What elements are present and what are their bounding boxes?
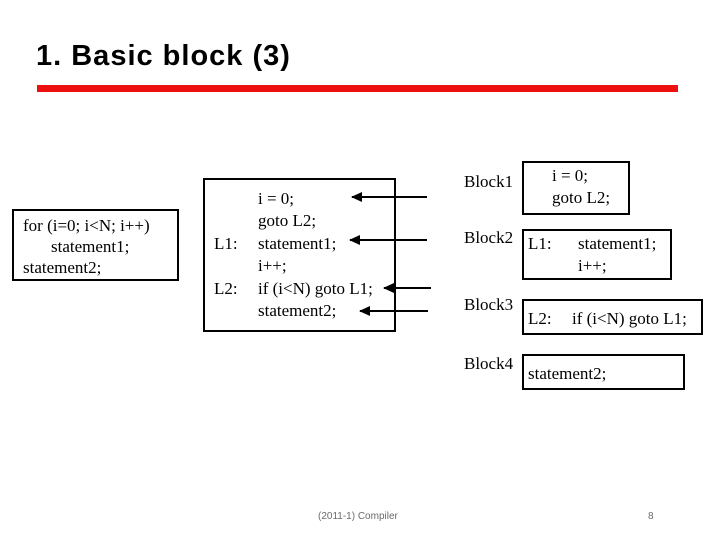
code-text: statement2; bbox=[258, 301, 337, 321]
code-label: L1: bbox=[528, 234, 552, 253]
block3-label: Block3 bbox=[464, 295, 514, 314]
block1-box: i = 0; goto L2; bbox=[522, 161, 630, 215]
arrow-block1-to-line1-icon bbox=[351, 192, 427, 202]
code-line: goto L2; bbox=[214, 210, 394, 232]
code-label bbox=[214, 188, 258, 210]
block1-label: Block1 bbox=[464, 172, 514, 191]
source-code-box: for (i=0; i<N; i++) statement1; statemen… bbox=[12, 209, 179, 281]
code-text: i++; bbox=[578, 256, 607, 275]
code-text: statement1; bbox=[258, 233, 337, 253]
code-text: goto L2; bbox=[552, 188, 611, 207]
arrow-block2-to-line3-icon bbox=[349, 235, 427, 245]
footer-page-number: 8 bbox=[648, 511, 654, 522]
source-line: statement2; bbox=[23, 258, 102, 277]
arrow-block4-to-line6-icon bbox=[359, 306, 428, 316]
code-text: i = 0; bbox=[552, 166, 589, 185]
block4-box: statement2; bbox=[522, 354, 685, 390]
code-text: i++; bbox=[258, 256, 287, 276]
code-text: if (i<N) goto L1; bbox=[572, 309, 687, 328]
code-label: L2: bbox=[528, 309, 552, 328]
source-line: for (i=0; i<N; i++) bbox=[23, 216, 150, 235]
block2-label: Block2 bbox=[464, 228, 514, 247]
code-label: L1: bbox=[214, 233, 238, 253]
code-line: L1: statement1; bbox=[214, 233, 394, 255]
code-line: L1: statement1; bbox=[528, 233, 670, 255]
code-line: L2: if (i<N) goto L1; bbox=[528, 308, 701, 329]
footer-course-label: (2011-1) Compiler bbox=[318, 511, 398, 522]
block2-box: L1: statement1; i++; bbox=[522, 229, 672, 280]
code-label: L2: bbox=[214, 278, 238, 298]
code-label bbox=[528, 255, 578, 277]
code-label bbox=[214, 255, 258, 277]
code-line: i = 0; bbox=[214, 188, 394, 210]
code-text: if (i<N) goto L1; bbox=[258, 278, 373, 298]
code-text: statement1; bbox=[578, 234, 657, 253]
title-underline-bar bbox=[37, 85, 678, 92]
code-label bbox=[214, 210, 258, 232]
linear-code-box: i = 0; goto L2; L1: statement1; i++; L2:… bbox=[203, 178, 396, 332]
arrow-block3-to-line5-icon bbox=[383, 283, 431, 293]
code-line: i++; bbox=[214, 255, 394, 277]
code-text: statement2; bbox=[528, 364, 607, 383]
code-line: statement2; bbox=[214, 300, 394, 322]
code-label bbox=[214, 300, 258, 322]
code-line: i++; bbox=[528, 255, 670, 277]
code-text: goto L2; bbox=[258, 211, 317, 231]
page-title: 1. Basic block (3) bbox=[36, 40, 291, 72]
code-text: i = 0; bbox=[258, 189, 295, 208]
code-line: L2: if (i<N) goto L1; bbox=[214, 278, 394, 300]
block4-label: Block4 bbox=[464, 354, 514, 373]
block3-box: L2: if (i<N) goto L1; bbox=[522, 299, 703, 335]
source-line: statement1; bbox=[51, 237, 130, 256]
